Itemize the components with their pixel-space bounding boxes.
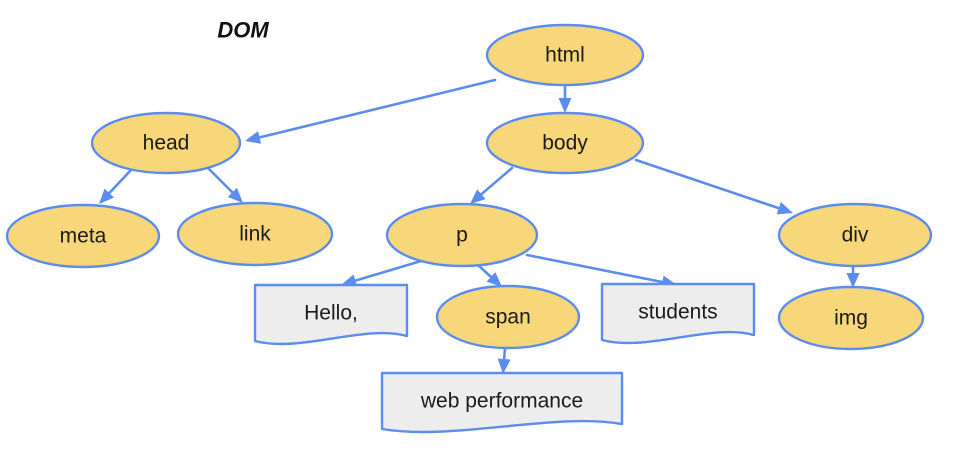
node-shape-ellipse — [90, 111, 242, 175]
edge-arrowhead — [245, 131, 262, 144]
node-shape-ellipse — [777, 285, 925, 351]
edge-head-link — [207, 167, 243, 203]
edge-arrowhead — [470, 189, 486, 204]
edge-arrowhead — [558, 98, 572, 113]
node-div[interactable]: div — [777, 202, 933, 268]
node-label-meta: meta — [60, 225, 107, 248]
edge-html-body — [558, 83, 572, 113]
node-students[interactable]: students — [600, 282, 756, 345]
edge-div-img — [846, 264, 860, 288]
diagram-title: DOM — [217, 18, 269, 43]
edge-line — [476, 263, 495, 281]
node-shape-ellipse — [176, 201, 334, 267]
edge-line — [525, 253, 667, 284]
edge-line — [105, 168, 133, 197]
node-shape-ellipse — [777, 202, 933, 268]
node-shape-ellipse — [385, 202, 539, 268]
node-html[interactable]: html — [485, 23, 645, 87]
edge-p-span — [476, 263, 502, 287]
edge-arrowhead — [776, 202, 793, 215]
node-shape-ellipse — [435, 284, 581, 350]
node-label-div: div — [842, 224, 869, 247]
edge-arrowhead — [497, 358, 511, 374]
node-label-span: span — [485, 306, 531, 329]
node-shape-ellipse — [485, 111, 645, 175]
node-shape-ellipse — [485, 23, 645, 87]
node-hello[interactable]: Hello, — [253, 283, 409, 346]
edge-arrowhead — [99, 188, 115, 204]
node-label-p: p — [456, 224, 468, 247]
node-p[interactable]: p — [385, 202, 539, 268]
edge-head-meta — [99, 168, 133, 204]
edge-line — [351, 259, 423, 283]
edge-line — [255, 78, 497, 140]
node-shape-document — [600, 282, 756, 345]
edge-span-webperf — [497, 346, 511, 374]
edge-line — [207, 167, 236, 196]
node-label-web-performance: web performance — [420, 390, 583, 413]
node-label-body: body — [542, 132, 588, 155]
node-web-performance[interactable]: web performance — [380, 371, 624, 434]
node-img[interactable]: img — [777, 285, 925, 351]
node-shape-document — [253, 283, 409, 346]
node-label-img: img — [834, 307, 868, 330]
edge-line — [477, 166, 514, 198]
node-label-html: html — [545, 44, 585, 67]
edge-body-p — [470, 166, 514, 204]
edge-arrowhead — [227, 187, 243, 203]
edge-arrowhead — [486, 272, 502, 287]
node-label-head: head — [143, 132, 190, 155]
edge-arrowhead — [846, 273, 860, 288]
node-shape-document — [380, 371, 624, 434]
node-meta[interactable]: meta — [5, 203, 161, 269]
edge-p-hello — [341, 259, 423, 287]
node-label-hello: Hello, — [304, 302, 358, 325]
node-shape-ellipse — [5, 203, 161, 269]
edge-line — [634, 158, 783, 211]
edge-html-head — [245, 78, 497, 144]
node-label-students: students — [638, 301, 717, 324]
edge-body-div — [634, 158, 793, 215]
node-link[interactable]: link — [176, 201, 334, 267]
node-body[interactable]: body — [485, 111, 645, 175]
node-head[interactable]: head — [90, 111, 242, 175]
node-label-link: link — [239, 223, 271, 246]
node-span[interactable]: span — [435, 284, 581, 350]
